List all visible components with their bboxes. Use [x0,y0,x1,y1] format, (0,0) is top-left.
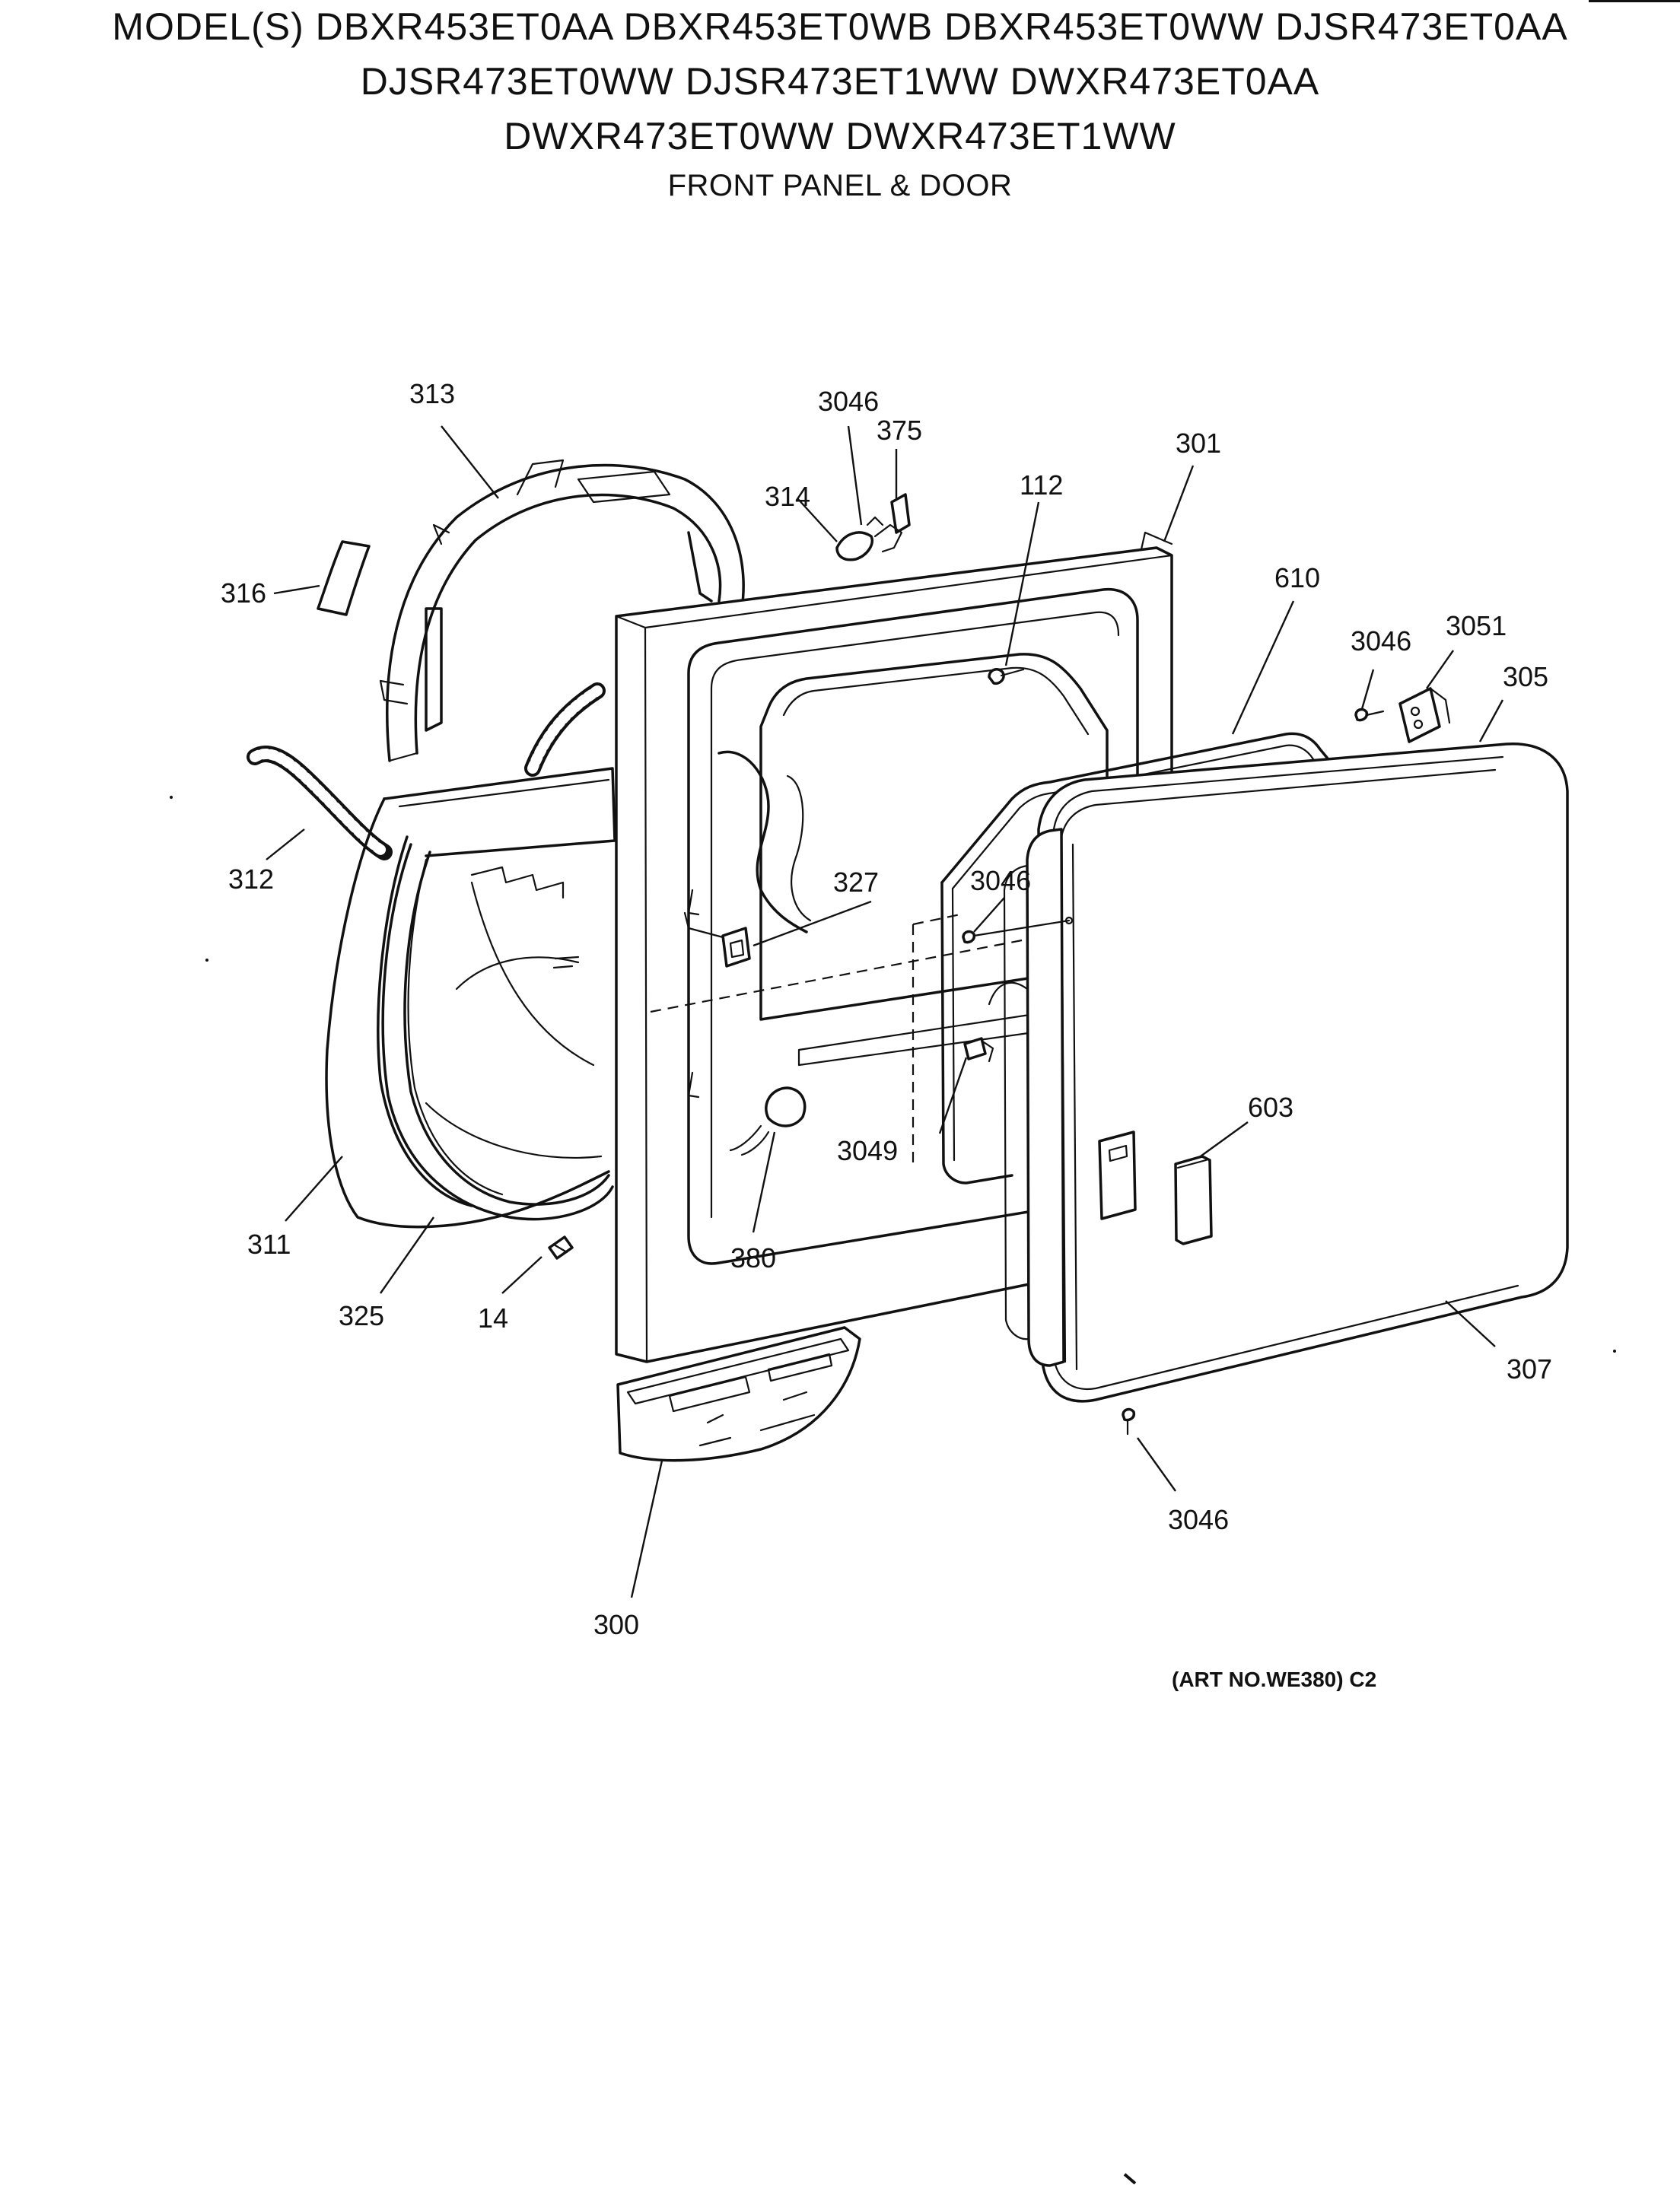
art-number: (ART NO.WE380) C2 [1172,1668,1377,1691]
callout-307: 307 [1507,1353,1552,1385]
callout-375: 375 [877,415,922,446]
callout-301: 301 [1176,428,1221,459]
part-3046-door-screw-bottom [1122,1407,1136,1436]
callout-300: 300 [593,1609,639,1640]
callout-3051: 3051 [1446,610,1507,641]
scan-specks [170,796,1616,2185]
part-307-door-inner-panel [1003,828,1065,1367]
section-title: FRONT PANEL & DOOR [667,169,1013,202]
model-list-line-1: MODEL(S) DBXR453ET0AA DBXR453ET0WB DBXR4… [112,5,1568,48]
part-312-felt-seal [247,682,606,860]
diagram-header: MODEL(S) DBXR453ET0AA DBXR453ET0WB DBXR4… [0,0,1680,221]
callout-3049: 3049 [837,1135,898,1166]
callout-311: 311 [247,1229,291,1260]
callout-610: 610 [1274,562,1320,593]
callout-312: 312 [228,863,274,895]
part-311-duct-housing [325,767,616,1229]
part-305-door-outer-panel [1037,743,1569,1403]
callout-313: 313 [409,378,455,409]
model-list-line-2: DJSR473ET0WW DJSR473ET1WW DWXR473ET0AA [360,60,1320,103]
callout-305: 305 [1503,661,1548,692]
callout-603: 603 [1248,1092,1293,1123]
part-112-screw [988,668,1025,685]
callout-14: 14 [478,1302,508,1334]
callout-380: 380 [730,1242,776,1274]
callout-3046-bottom: 3046 [1168,1504,1229,1535]
top-rule [1589,0,1680,2]
part-300-control-console [616,1326,861,1462]
part-3051-hinge [1398,687,1451,743]
callout-3046-right: 3046 [1351,625,1411,657]
callout-3046-mid: 3046 [970,865,1031,896]
part-603-door-handle [1098,1130,1213,1245]
part-316-pad [317,540,371,616]
callout-325: 325 [339,1300,384,1331]
model-list-line-3: DWXR473ET0WW DWXR473ET1WW [504,115,1176,157]
callout-316: 316 [221,577,266,609]
part-3046-hinge-screw [1354,708,1385,722]
callout-labels: 313 316 312 311 325 14 3046 375 314 112 … [221,378,1552,1640]
part-314-375-latch-bracket [835,493,911,561]
callout-327: 327 [833,867,879,898]
part-380-lamp-socket [729,1086,807,1156]
part-3049-strike [963,1037,994,1063]
callout-3046-top: 3046 [818,386,879,417]
part-327-door-switch [683,911,751,968]
part-3046-door-screw-mid [962,916,1074,944]
part-610-door-gasket [912,732,1341,1185]
leader-lines [266,425,1504,1598]
part-313-bulkhead-ring [379,459,745,762]
callout-314: 314 [765,481,810,512]
part-325-duct-seal [381,843,614,1221]
part-14-screw [548,1235,574,1260]
callout-112: 112 [1020,469,1063,501]
